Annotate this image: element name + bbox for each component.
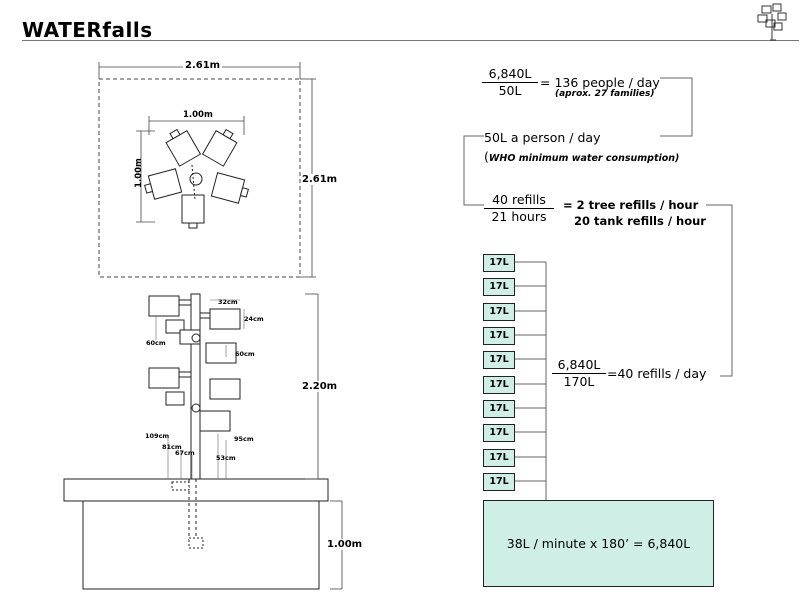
67cm-label: 67cm (175, 449, 195, 457)
plan-inner-width-label: 1.00m (183, 110, 213, 120)
refills-fraction: 40 refills 21 hours (484, 192, 554, 224)
tank-1: 17L (483, 254, 515, 272)
plan-view (98, 62, 316, 278)
people-fraction: 6,840L 50L (482, 66, 538, 98)
refills-numerator: 40 refills (484, 192, 554, 209)
tree-refills-text: = 2 tree refills / hour (563, 198, 699, 212)
tree-height-label: 2.20m (302, 381, 338, 392)
per-person-text: 50L a person / day (484, 130, 601, 145)
people-result: = 136 people / day (540, 75, 660, 90)
left-60cm-label: 60cm (146, 339, 166, 347)
tank-9: 17L (483, 449, 515, 467)
tank-7: 17L (483, 400, 515, 418)
tank-5: 17L (483, 351, 515, 369)
day-numerator: 6,840L (552, 357, 606, 374)
tank-6: 17L (483, 376, 515, 394)
53cm-label: 53cm (216, 454, 236, 462)
tank-8: 17L (483, 424, 515, 442)
calc-connectors (463, 77, 733, 500)
tank-3: 17L (483, 303, 515, 321)
elevation-view (63, 293, 343, 590)
plan-inner-height-label: 1.00m (133, 158, 144, 188)
main-tank: 38L / minute x 180’ = 6,840L (483, 500, 714, 587)
tree-logo-icon (757, 3, 787, 41)
tank-4: 17L (483, 327, 515, 345)
pot-height-label: 24cm (244, 315, 264, 323)
day-denominator: 170L (563, 374, 595, 389)
base-height-label: 1.00m (327, 539, 363, 550)
refills-denominator: 21 hours (491, 209, 547, 224)
tank-2: 17L (483, 278, 515, 296)
plan-outer-width-label: 2.61m (183, 60, 223, 71)
day-fraction: 6,840L 170L (552, 357, 606, 389)
page-title: WATERfalls (22, 18, 153, 42)
81cm-label: 81cm (162, 443, 182, 451)
tank-refills-text: 20 tank refills / hour (574, 214, 706, 228)
plan-outer-boundary (98, 78, 301, 278)
people-denominator: 50L (498, 83, 522, 98)
pot-width-label: 32cm (218, 298, 238, 306)
people-numerator: 6,840L (482, 66, 538, 83)
who-note: (WHO minimum water consumption) (484, 149, 680, 164)
tank-10: 17L (483, 473, 515, 491)
109cm-label: 109cm (145, 432, 170, 440)
plan-pots (144, 128, 249, 229)
right-60cm-label: 60cm (235, 350, 255, 358)
day-result: =40 refills / day (607, 366, 707, 381)
plan-outer-height-label: 2.61m (302, 174, 338, 185)
95cm-label: 95cm (234, 435, 254, 443)
title-divider (22, 40, 799, 41)
families-note: (aprox. 27 families) (555, 89, 655, 99)
